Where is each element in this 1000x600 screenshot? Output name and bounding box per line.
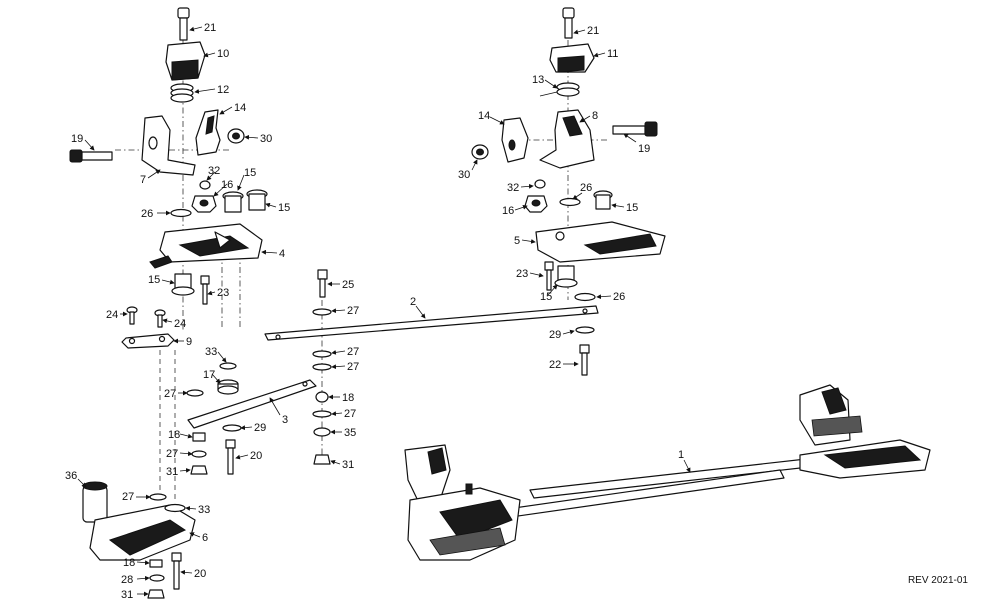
callout-20-upper: 20 [250, 450, 262, 462]
callout-33-upper: 33 [205, 346, 217, 358]
bracket-7 [141, 115, 196, 176]
callout-29-left: 29 [254, 422, 266, 434]
callout-25: 25 [342, 279, 354, 291]
callout-labels: 21 10 12 14 30 19 7 32 16 15 15 26 4 15 … [65, 22, 684, 600]
callout-26-left: 26 [141, 208, 153, 220]
callout-14-left: 14 [234, 102, 246, 114]
callout-13: 13 [532, 74, 544, 86]
callout-2: 2 [410, 296, 416, 308]
callout-12: 12 [217, 84, 229, 96]
callout-27-left-a: 27 [164, 388, 176, 400]
callout-4: 4 [279, 248, 285, 260]
callout-3: 3 [282, 414, 288, 426]
clamp-10 [165, 41, 206, 81]
callout-11: 11 [607, 48, 618, 60]
callout-28: 28 [121, 574, 133, 586]
callout-30-right: 30 [458, 169, 470, 181]
callout-24-b: 24 [174, 318, 186, 330]
screws-24 [126, 306, 166, 328]
spacer-17-left [217, 379, 239, 395]
callout-10: 10 [217, 48, 229, 60]
callout-19-right: 19 [638, 143, 650, 155]
callout-27-left-b: 27 [166, 448, 178, 460]
spring-12 [170, 83, 194, 103]
callout-27-center-c: 27 [347, 361, 359, 373]
jaw-14-left [195, 109, 221, 156]
bolt-20-upper [225, 439, 236, 475]
callout-22: 22 [549, 359, 561, 371]
callout-31-lower: 31 [121, 589, 133, 600]
lever-6-assembly [82, 481, 196, 561]
callout-16-right: 16 [502, 205, 514, 217]
callout-14-right: 14 [478, 110, 490, 122]
callout-18-left: 18 [168, 429, 180, 441]
callout-26-right-bottom: 26 [613, 291, 625, 303]
callout-35: 35 [344, 427, 356, 439]
callout-32-left: 32 [208, 165, 220, 177]
callout-26-right-top: 26 [580, 182, 592, 194]
callout-30-left: 30 [260, 133, 272, 145]
callout-1: 1 [678, 449, 684, 461]
revision-label: REV 2021-01 [907, 575, 968, 586]
callout-18-center: 18 [342, 392, 354, 404]
callout-20-lower: 20 [194, 568, 206, 580]
right-binding-stack [471, 7, 666, 376]
callout-9: 9 [186, 336, 192, 348]
callout-19-left: 19 [71, 133, 83, 145]
callout-7: 7 [140, 174, 146, 186]
callout-27-left-c: 27 [122, 491, 134, 503]
callout-27-center-a: 27 [347, 305, 359, 317]
callout-23-left: 23 [217, 287, 229, 299]
bracket-8 [539, 109, 595, 169]
callout-31-center: 31 [342, 459, 354, 471]
callout-23-right: 23 [516, 268, 528, 280]
leader-lines [77, 26, 691, 597]
bolt-20-lower [171, 552, 182, 590]
callout-27-center-d: 27 [344, 408, 356, 420]
callout-29-right: 29 [549, 329, 561, 341]
callout-21-left: 21 [204, 22, 216, 34]
callout-31-left-a: 31 [166, 466, 178, 478]
bushings-15-top [222, 189, 268, 213]
callout-24-a: 24 [106, 309, 118, 321]
spring-13 [539, 82, 580, 97]
callout-15-top-left: 15 [244, 167, 256, 179]
clamp-11 [549, 43, 595, 73]
screw-23-left [200, 275, 210, 305]
callout-16-left: 16 [221, 179, 233, 191]
part-16-left [191, 195, 217, 213]
callout-5: 5 [514, 235, 520, 247]
callout-21-right: 21 [587, 25, 599, 37]
assembled-right-binding [799, 384, 931, 479]
assembled-view [404, 384, 931, 561]
assembled-left-binding [404, 444, 521, 561]
callout-27-center-b: 27 [347, 346, 359, 358]
callout-18-lower: 18 [123, 557, 135, 569]
callout-15-right-left: 15 [278, 202, 290, 214]
nut-30-left [227, 128, 245, 144]
bar-2 [264, 305, 599, 341]
bushing-15-bottom [171, 273, 195, 296]
plate-4 [149, 223, 263, 269]
callout-8: 8 [592, 110, 598, 122]
left-binding-stack [69, 7, 317, 599]
plate-5 [535, 221, 666, 263]
callout-15-right-bottom: 15 [540, 291, 552, 303]
screw-21-left [177, 7, 190, 41]
callout-17-left: 17 [203, 369, 215, 381]
callout-15-bottom-left: 15 [148, 274, 160, 286]
callout-32-right: 32 [507, 182, 519, 194]
bar-3 [187, 379, 317, 429]
callout-15-right-top: 15 [626, 202, 638, 214]
callout-33-lower: 33 [198, 504, 210, 516]
link-9 [121, 333, 175, 349]
callout-36: 36 [65, 470, 77, 482]
jaw-14-right [501, 117, 529, 163]
center-stack [264, 269, 599, 465]
callout-6: 6 [202, 532, 208, 544]
bolt-19-left [69, 149, 113, 163]
